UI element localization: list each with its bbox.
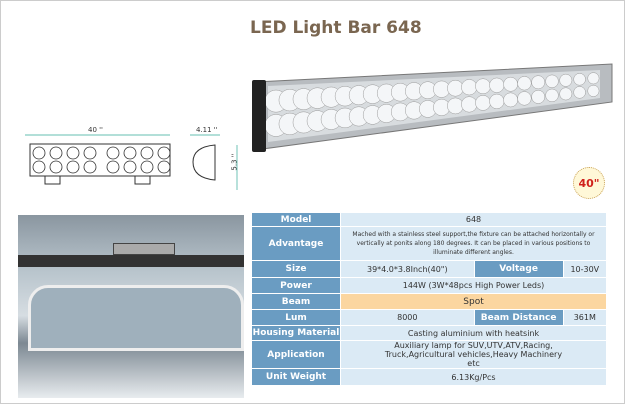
led-lens [503, 76, 518, 92]
light-bar-image [252, 63, 613, 152]
led-lens [489, 77, 505, 93]
diagram-led [32, 160, 46, 174]
housing-label: Housing Material [251, 325, 341, 341]
depth-dimension: 4.11 '' [196, 126, 218, 134]
size-value: 39*4.0*3.8Inch(40") [340, 260, 475, 278]
led-lens [461, 96, 478, 113]
led-lens [559, 73, 573, 87]
beam-value: Spot [340, 293, 607, 310]
height-dimension: 5.3 '' [230, 153, 239, 171]
led-lens [447, 79, 464, 97]
voltage-value: 10-30V [562, 260, 608, 278]
led-lens [531, 75, 546, 90]
diagram-led [106, 160, 120, 174]
advantage-label: Advantage [251, 226, 341, 261]
weight-label: Unit Weight [251, 368, 341, 386]
led-lens [587, 84, 600, 97]
diagram-led [106, 146, 120, 160]
led-lens [573, 86, 586, 99]
diagram-led [123, 146, 137, 160]
led-lens [517, 76, 532, 91]
diagram-led [140, 160, 154, 174]
led-lens [531, 89, 546, 104]
lum-label: Lum [251, 309, 341, 326]
led-lens [475, 78, 491, 95]
led-lens [461, 79, 478, 96]
diagram-led [140, 146, 154, 160]
advantage-value: Mached with a stainless steel support,th… [340, 226, 607, 261]
diagram-led [66, 160, 80, 174]
power-value: 144W (3W*48pcs High Power Leds) [340, 277, 607, 294]
led-lens [545, 88, 559, 103]
led-lens [475, 95, 491, 111]
power-label: Power [251, 277, 341, 294]
dimension-drawing [25, 134, 238, 190]
diagram-led [83, 160, 97, 174]
diagram-led [157, 146, 171, 160]
application-value: Auxiliary lamp for SUV,UTV,ATV,Racing, T… [340, 340, 607, 369]
beam-distance-value: 361M [562, 309, 608, 326]
model-value: 648 [340, 212, 607, 227]
led-lens [447, 97, 464, 115]
application-label: Application [251, 340, 341, 369]
lum-value: 8000 [340, 309, 475, 326]
beam-label: Beam [251, 293, 341, 310]
model-label: Model [251, 212, 341, 227]
led-lens [517, 91, 532, 106]
diagram-led [83, 146, 97, 160]
size-badge: 40" [573, 167, 605, 199]
width-dimension: 40 '' [88, 126, 103, 134]
led-lens [587, 72, 600, 85]
diagram-led [66, 146, 80, 160]
vehicle-photo [18, 215, 244, 398]
diagram-led [157, 160, 171, 174]
page-title: LED Light Bar 648 [250, 18, 422, 38]
led-lens [559, 87, 573, 101]
size-label: Size [251, 260, 341, 278]
diagram-led [49, 146, 63, 160]
diagram-led [123, 160, 137, 174]
led-lens [489, 93, 505, 109]
led-lens [503, 92, 518, 108]
housing-value: Casting aluminium with heatsink [340, 325, 607, 341]
led-lens [573, 73, 586, 86]
weight-value: 6.13Kg/Pcs [340, 368, 607, 386]
voltage-label: Voltage [473, 260, 564, 278]
diagram-led [32, 146, 46, 160]
led-lens [545, 74, 559, 88]
beam-distance-label: Beam Distance [473, 309, 564, 326]
diagram-led [49, 160, 63, 174]
